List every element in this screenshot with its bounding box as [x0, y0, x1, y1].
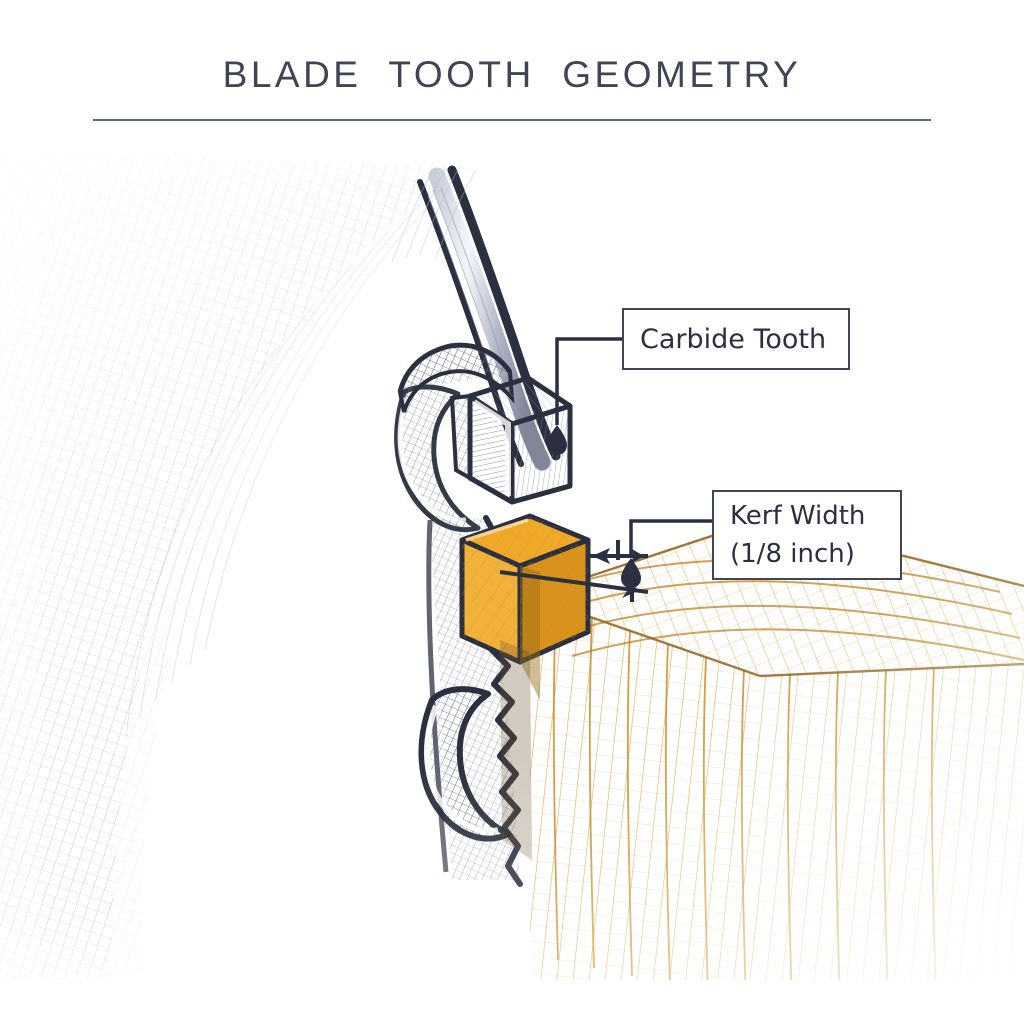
leader-kerf-width	[621, 519, 712, 588]
page-title: BLADE TOOTH GEOMETRY	[222, 54, 802, 95]
kerf-slot	[500, 566, 540, 860]
label-carbide-tooth-line-1: Carbide Tooth	[640, 323, 827, 355]
label-carbide-tooth[interactable]: Carbide Tooth	[622, 308, 850, 370]
gullet-upper	[394, 342, 515, 533]
leader-carbide-tooth	[547, 337, 622, 455]
gullet-lower	[418, 686, 511, 842]
blade-body	[0, 151, 470, 980]
wood-offcut	[459, 513, 591, 665]
label-kerf-width[interactable]: Kerf Width (1/8 inch)	[712, 490, 902, 580]
kerf-width-dimension	[499, 540, 649, 602]
label-kerf-width-line-1: Kerf Width	[730, 501, 866, 531]
label-kerf-width-line-2: (1/8 inch)	[730, 539, 855, 569]
title-divider	[93, 119, 931, 121]
wood-block	[529, 518, 1024, 1010]
